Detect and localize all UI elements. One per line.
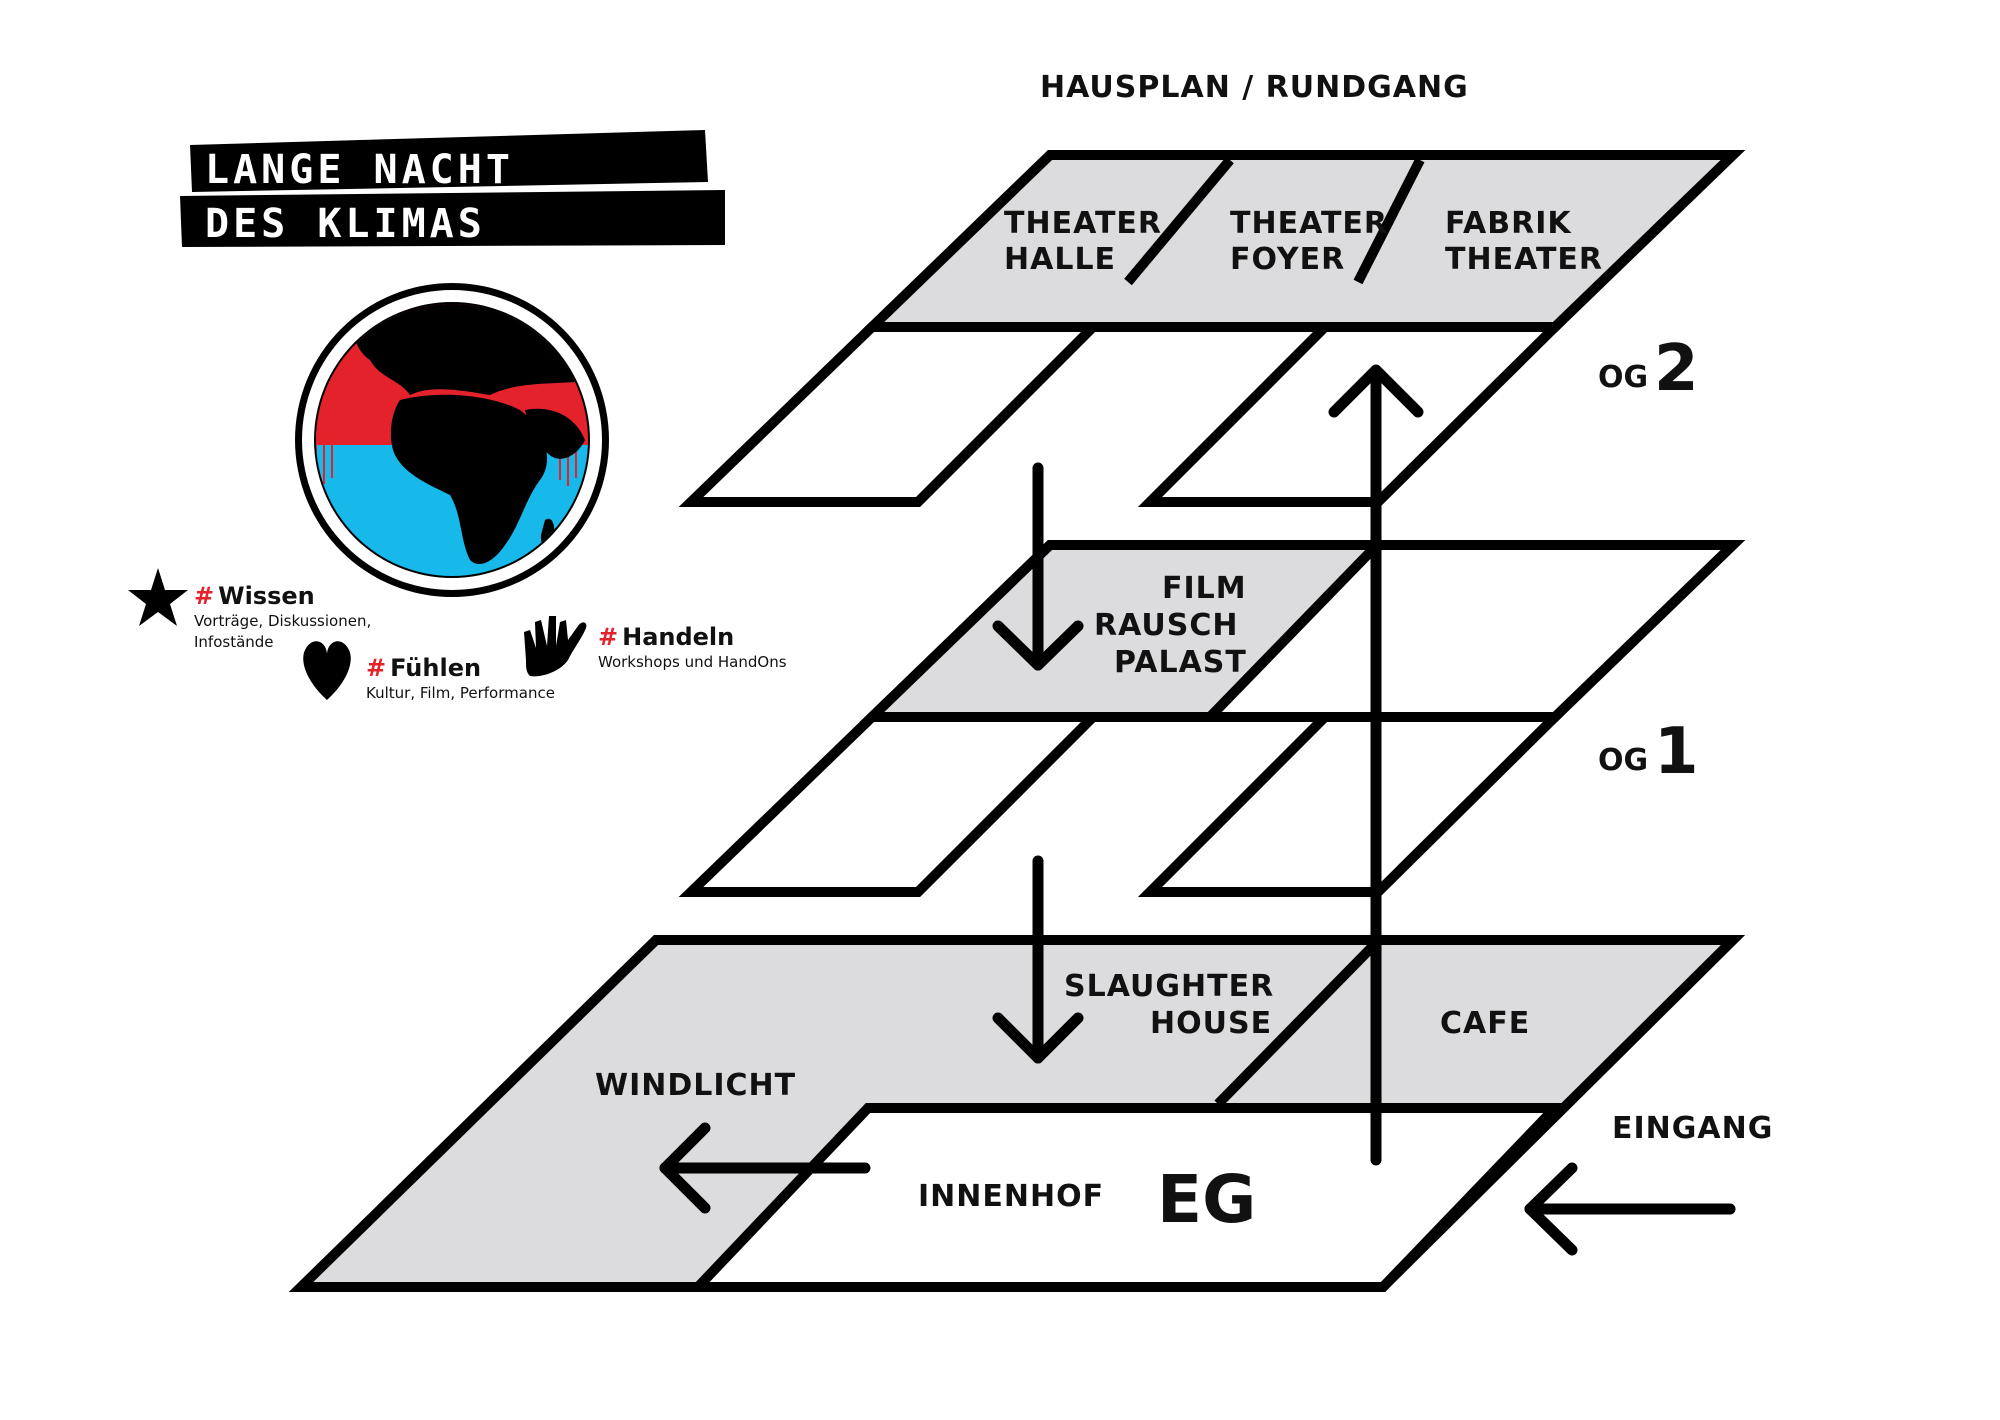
logo-line-2: DES KLIMAS	[205, 201, 486, 247]
room-film-rausch-palast-3: PALAST	[1114, 645, 1247, 680]
floor-og1	[678, 540, 1746, 897]
floor-og1-number: 1	[1654, 715, 1699, 789]
floor-og2	[678, 150, 1746, 507]
floor-og1-prefix: OG	[1598, 743, 1648, 778]
floor-eg	[288, 935, 1746, 1292]
room-theater-foyer-1: THEATER	[1230, 206, 1388, 241]
route-left-arrow	[659, 1122, 871, 1214]
legend-wissen-desc-1: Vorträge, Diskussionen,	[194, 612, 371, 630]
room-film-rausch-palast-1: FILM	[1162, 571, 1247, 606]
room-slaughter-house-1: SLAUGHTER	[1064, 969, 1274, 1004]
room-fabrik-theater-1: FABRIK	[1445, 206, 1572, 241]
room-theater-foyer-2: FOYER	[1230, 242, 1345, 277]
legend-fuehlen-desc: Kultur, Film, Performance	[366, 684, 555, 702]
room-windlicht: WINDLICHT	[595, 1068, 796, 1103]
diagram-title: HAUSPLAN / RUNDGANG	[1040, 70, 1469, 105]
room-theater-halle-2: HALLE	[1004, 242, 1116, 277]
entrance-label: EINGANG	[1612, 1111, 1773, 1146]
route-up-arrow	[1328, 364, 1424, 1166]
logo-line-1: LANGE NACHT	[205, 147, 514, 193]
room-cafe: CAFE	[1440, 1006, 1530, 1041]
room-fabrik-theater-2: THEATER	[1445, 242, 1603, 277]
globe-icon	[295, 283, 609, 597]
room-theater-halle-1: THEATER	[1004, 206, 1162, 241]
heart-icon	[303, 641, 351, 700]
legend-handeln: #Handeln	[598, 623, 734, 651]
floor-og2-prefix: OG	[1598, 360, 1648, 395]
legend-handeln-desc: Workshops und HandOns	[598, 653, 787, 671]
route-down-arrow-2	[992, 855, 1084, 1064]
legend-fuehlen: #Fühlen	[366, 654, 481, 682]
route-down-arrow-1	[992, 462, 1084, 671]
legend-wissen: #Wissen	[194, 582, 315, 610]
hand-icon	[524, 616, 587, 677]
room-film-rausch-palast-2: RAUSCH	[1094, 608, 1239, 643]
room-innenhof: INNENHOF	[918, 1179, 1104, 1214]
floor-eg-label: EG	[1157, 1161, 1256, 1238]
room-slaughter-house-2: HOUSE	[1150, 1006, 1272, 1041]
legend-wissen-desc-2: Infostände	[194, 633, 274, 651]
legend: #Wissen Vorträge, Diskussionen, Infostän…	[128, 568, 787, 702]
star-icon	[128, 568, 188, 626]
event-logo: LANGE NACHT DES KLIMAS	[180, 130, 725, 247]
entrance-arrow	[1524, 1162, 1736, 1256]
floor-og2-number: 2	[1654, 332, 1699, 406]
